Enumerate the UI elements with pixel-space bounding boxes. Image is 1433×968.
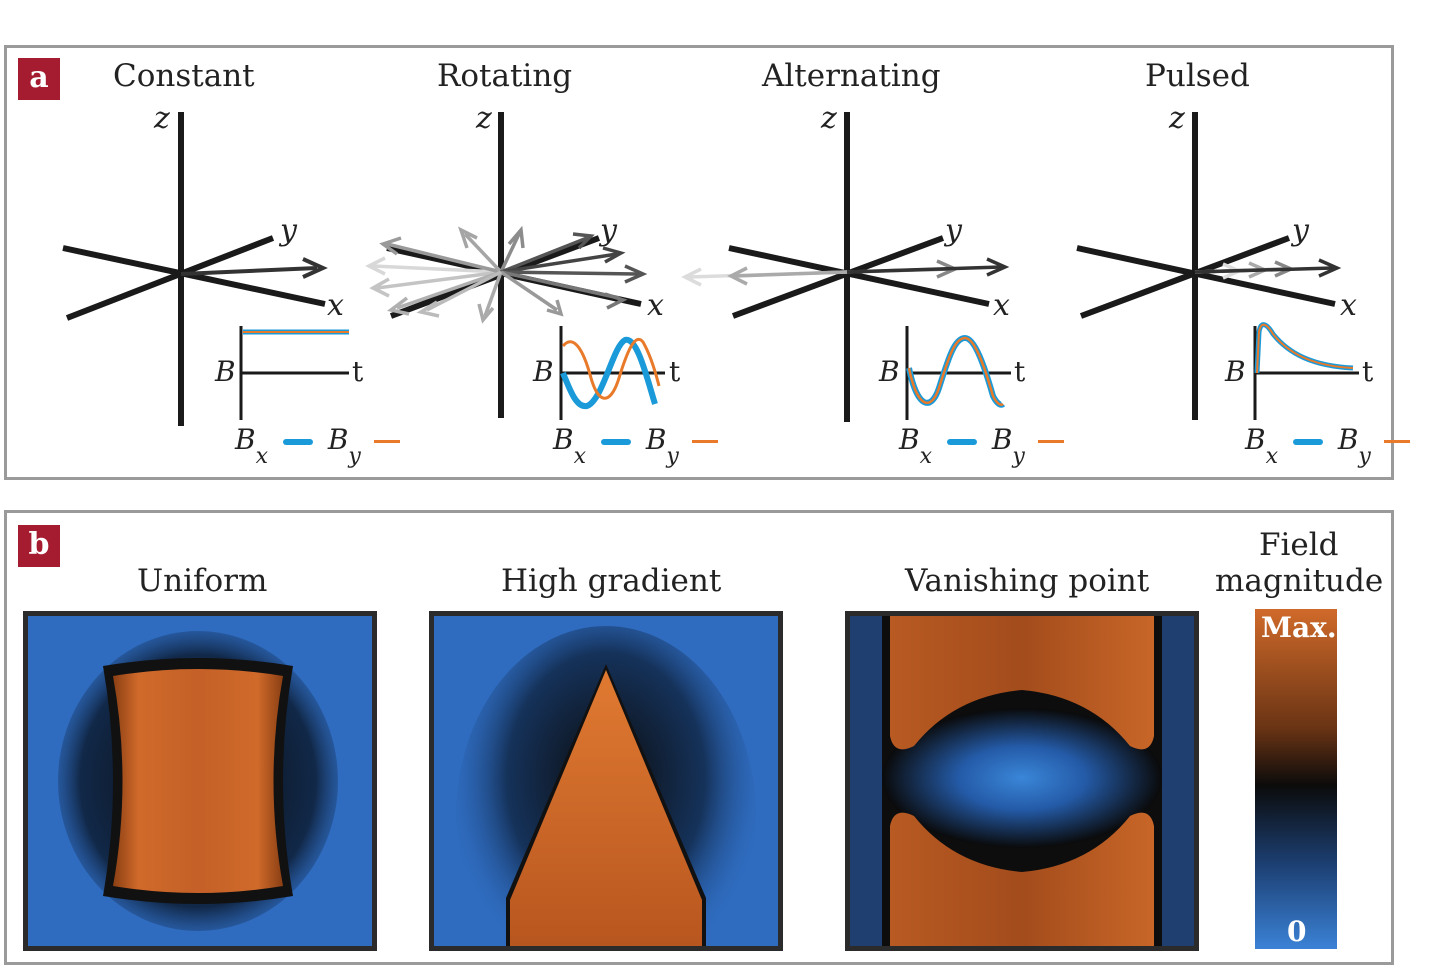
legend-bx-swatch bbox=[1292, 438, 1323, 445]
z-label-pulsed: z bbox=[1169, 101, 1185, 136]
axes-constant bbox=[62, 112, 349, 426]
field-arrows-pulsed bbox=[1194, 258, 1342, 280]
legend-bx-label: B bbox=[1245, 423, 1266, 456]
legend-bx-swatch bbox=[946, 438, 977, 445]
plot-t-label-alternating: t bbox=[1014, 355, 1026, 388]
y-label-constant: y bbox=[280, 213, 297, 248]
plot-b-label-pulsed: B bbox=[1225, 355, 1246, 388]
scale-title-line2: magnitude bbox=[1215, 563, 1384, 599]
title-uniform: Uniform bbox=[137, 563, 268, 599]
title-pulsed: Pulsed bbox=[1145, 58, 1250, 94]
map-uniform-field bbox=[58, 631, 338, 931]
legend-by-sub: y bbox=[666, 444, 679, 469]
plot-t-label-constant: t bbox=[352, 355, 364, 388]
y-label-pulsed: y bbox=[1292, 213, 1309, 248]
legend-by-swatch bbox=[1383, 440, 1410, 443]
axes-alternating bbox=[681, 112, 1011, 422]
legend-bx-sub: x bbox=[1265, 444, 1278, 469]
scale-title-line1: Field bbox=[1259, 527, 1339, 563]
map-uniform bbox=[23, 611, 377, 951]
legend-by-label: B bbox=[645, 423, 667, 456]
legend-by-sub: y bbox=[1358, 444, 1371, 469]
plot-b-label-constant: B bbox=[215, 355, 236, 388]
title-constant: Constant bbox=[113, 58, 255, 94]
plot-b-label-alternating: B bbox=[879, 355, 900, 388]
field-arrow-constant bbox=[180, 257, 328, 279]
legend-by-label: B bbox=[1337, 423, 1359, 456]
legend-bx-label: B bbox=[899, 423, 920, 456]
z-label-alternating: z bbox=[821, 101, 837, 136]
y-label-rotating: y bbox=[600, 213, 617, 248]
legend-bx-swatch bbox=[600, 438, 631, 445]
legend-by-label: B bbox=[327, 423, 349, 456]
panel-a-badge: a bbox=[18, 58, 60, 100]
legend-bx-sub: x bbox=[255, 444, 268, 469]
legend-constant: Bx By bbox=[235, 423, 400, 469]
panel-b-badge: b bbox=[18, 525, 60, 567]
title-high-gradient: High gradient bbox=[501, 563, 722, 599]
plot-b-label-rotating: B bbox=[533, 355, 554, 388]
legend-bx-swatch bbox=[282, 438, 313, 445]
legend-by-sub: y bbox=[1012, 444, 1025, 469]
legend-bx-label: B bbox=[553, 423, 574, 456]
legend-by-swatch bbox=[373, 440, 400, 443]
legend-rotating: Bx By bbox=[553, 423, 718, 469]
legend-by-swatch bbox=[691, 440, 718, 443]
y-label-alternating: y bbox=[945, 213, 962, 248]
plot-t-label-pulsed: t bbox=[1362, 355, 1374, 388]
color-scale-bar bbox=[1255, 609, 1337, 949]
scale-max-label: Max. bbox=[1261, 611, 1337, 644]
plot-bx-rotating bbox=[560, 336, 658, 410]
legend-bx-sub: x bbox=[573, 444, 586, 469]
map-high-gradient bbox=[429, 611, 783, 951]
legend-alternating: Bx By bbox=[899, 423, 1064, 469]
legend-by-label: B bbox=[991, 423, 1013, 456]
map-high-gradient-field bbox=[456, 626, 756, 946]
plot-t-label-rotating: t bbox=[669, 355, 681, 388]
scale-min-label: 0 bbox=[1287, 915, 1307, 948]
x-label-pulsed: x bbox=[1340, 288, 1357, 323]
z-label-constant: z bbox=[154, 101, 170, 136]
title-vanishing-point: Vanishing point bbox=[905, 563, 1150, 599]
legend-bx-label: B bbox=[235, 423, 256, 456]
plot-by-rotating bbox=[561, 338, 661, 400]
x-label-constant: x bbox=[327, 288, 344, 323]
field-arrows-rotating bbox=[365, 225, 648, 324]
panel-a-field-types: a Constant z y x B t Bx By Rotating bbox=[4, 45, 1410, 480]
legend-by-swatch bbox=[1037, 440, 1064, 443]
map-vanishing-point bbox=[845, 611, 1199, 951]
axes-pulsed bbox=[1076, 112, 1359, 420]
title-alternating: Alternating bbox=[762, 58, 941, 94]
plot-by-pulsed bbox=[1256, 323, 1354, 374]
title-rotating: Rotating bbox=[437, 58, 573, 94]
field-arrows-alternating bbox=[681, 257, 1010, 287]
legend-bx-sub: x bbox=[919, 444, 932, 469]
x-label-alternating: x bbox=[993, 288, 1010, 323]
x-label-rotating: x bbox=[647, 288, 664, 323]
plot-by-alternating bbox=[907, 336, 1004, 406]
axes-rotating bbox=[365, 112, 665, 420]
legend-pulsed: Bx By bbox=[1245, 423, 1410, 469]
legend-by-sub: y bbox=[348, 444, 361, 469]
z-label-rotating: z bbox=[476, 101, 492, 136]
panel-b-field-maps: b Uniform High gradient Vanishing point … bbox=[4, 510, 1394, 965]
map-vanishing-point-field bbox=[850, 616, 1194, 946]
